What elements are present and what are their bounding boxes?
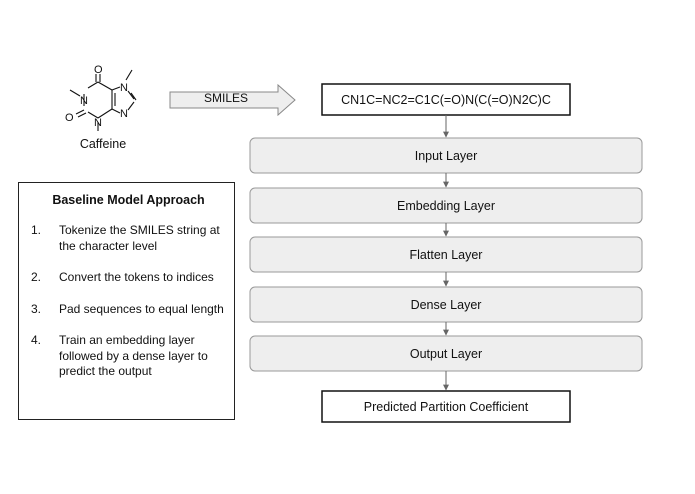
- smiles-string-box: [321, 83, 571, 116]
- prediction-label: Predicted Partition Coefficient: [363, 399, 529, 414]
- flatten-layer-label: Flatten Layer: [409, 247, 483, 262]
- prediction-box: [321, 390, 571, 423]
- molecule-caption: Caffeine: [79, 137, 127, 151]
- step-item: 1. Tokenize the SMILES string at the cha…: [31, 223, 226, 254]
- step-number: 4.: [31, 333, 42, 347]
- embedding-layer-label: Embedding Layer: [397, 198, 495, 213]
- caffeine-structure: [69, 69, 137, 131]
- atom-n3: N: [94, 117, 102, 129]
- dense-layer-label: Dense Layer: [410, 297, 482, 312]
- step-item: 4. Train an embedding layer followed by …: [31, 333, 226, 380]
- step-text: Tokenize the SMILES string at the charac…: [59, 223, 220, 253]
- output-layer-label: Output Layer: [409, 346, 483, 361]
- step-item: 3. Pad sequences to equal length: [31, 302, 226, 318]
- step-text: Pad sequences to equal length: [59, 301, 224, 316]
- smiles-conversion-arrow: [169, 83, 296, 117]
- atom-o-top: O: [94, 64, 103, 76]
- smiles-arrow-label: SMILES: [203, 91, 248, 105]
- atom-o-left: O: [65, 112, 74, 124]
- smiles-string: CN1C=NC2=C1C(=O)N(C(=O)N2C)C: [341, 92, 551, 107]
- panel-title: Baseline Model Approach: [52, 193, 205, 207]
- step-item: 2. Convert the tokens to indices: [31, 270, 226, 286]
- step-text: Convert the tokens to indices: [59, 270, 214, 284]
- atom-n7: N: [120, 82, 128, 94]
- step-number: 2.: [31, 270, 42, 284]
- atom-n1: N: [80, 95, 88, 107]
- step-text: Train an embedding layer followed by a d…: [59, 333, 208, 378]
- step-number: 3.: [31, 301, 42, 316]
- atom-n9: N: [120, 108, 128, 120]
- step-number: 1.: [31, 223, 42, 237]
- input-layer-label: Input Layer: [414, 148, 478, 163]
- baseline-approach-panel: Baseline Model Approach 1. Tokenize the …: [18, 182, 235, 420]
- caffeine-atom-labels: O O N N N N: [65, 64, 128, 129]
